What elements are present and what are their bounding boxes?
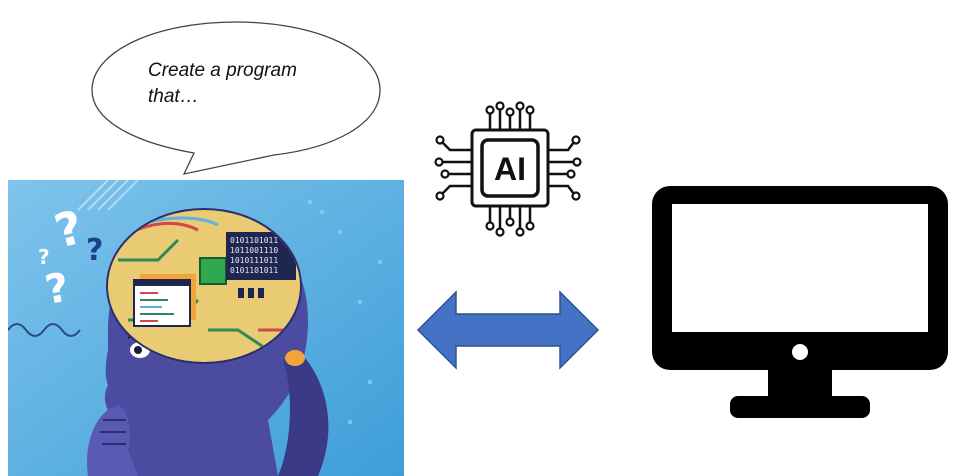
wave-line [8, 323, 81, 337]
speech-line-1: Create a program [148, 60, 297, 81]
computer-monitor-icon [652, 186, 948, 418]
code-windows [133, 274, 196, 327]
svg-text:?: ? [86, 233, 103, 268]
speech-bubble-text: Create a program that… [148, 58, 348, 110]
ai-chip-label: AI [494, 151, 526, 187]
binary-line: 1011001110 [230, 246, 278, 255]
hand [87, 405, 138, 476]
speech-line-2: that… [148, 86, 199, 107]
binary-line: 1010111011 [230, 256, 278, 265]
girl-thinking-illustration: ? ? ? ? 0101101011 1011001110 1010 [8, 180, 404, 476]
double-arrow-icon [416, 290, 600, 370]
ponytail [278, 350, 329, 476]
brain-chip [199, 257, 227, 285]
svg-text:?: ? [38, 245, 50, 269]
ai-chip-icon: AI [434, 101, 582, 237]
binary-line: 0101101011 [230, 236, 278, 245]
speech-bubble [91, 21, 381, 175]
binary-line: 0101101011 [230, 266, 278, 275]
